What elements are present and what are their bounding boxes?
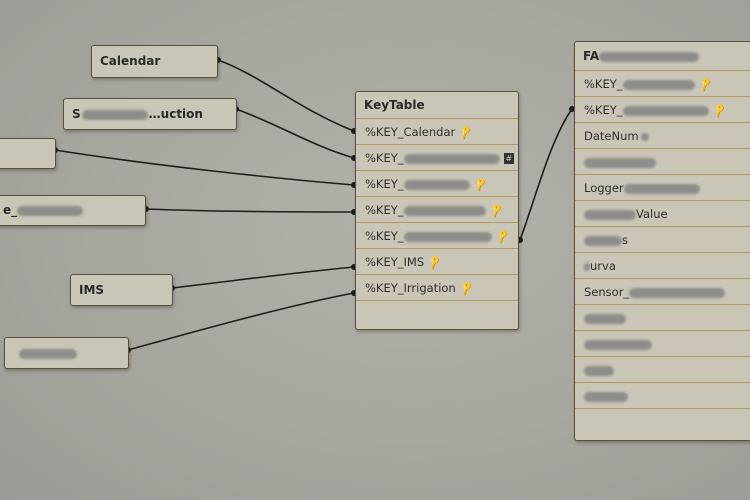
field-row[interactable]: %KEY_Calendar🔑 [356, 119, 518, 145]
redacted-text [81, 109, 148, 120]
table-unknown-b[interactable]: e_ [0, 195, 146, 226]
table-title-prefix: S [72, 107, 81, 121]
key-icon: 🔑 [697, 77, 714, 94]
redacted-text [403, 205, 486, 216]
redacted-text [584, 157, 656, 168]
field-row[interactable] [575, 149, 750, 175]
link-unknown-a [54, 149, 355, 186]
redacted-text [584, 313, 626, 324]
key-icon: 🔑 [488, 203, 505, 220]
redacted-text [403, 153, 500, 164]
field-label: %KEY_ [365, 177, 404, 191]
field-row[interactable]: %KEY_Irrigation🔑 [356, 275, 518, 301]
redacted-text [17, 205, 84, 216]
field-label: %KEY_ [365, 203, 404, 217]
link-unknown-b [145, 208, 355, 213]
field-row[interactable]: %KEY_ 🔑 [356, 223, 518, 249]
field-row[interactable]: Value [575, 201, 750, 227]
link-unknown-c [127, 292, 355, 351]
redacted-text [629, 287, 726, 298]
table-sensor-production[interactable]: S …uction [63, 98, 237, 130]
field-row[interactable]: %KEY_IMS🔑 [356, 249, 518, 275]
field-row[interactable] [575, 357, 750, 383]
field-label: DateNum [584, 129, 639, 143]
redacted-text [622, 105, 709, 116]
table-ims[interactable]: IMS [70, 274, 173, 306]
field-row[interactable]: %KEY_ # [356, 145, 518, 171]
table-unknown-c[interactable] [4, 337, 129, 369]
field-label: %KEY_Calendar [365, 125, 456, 139]
field-row[interactable]: Logger [575, 175, 750, 201]
key-icon: 🔑 [711, 103, 728, 120]
field-label: %KEY_ [584, 103, 623, 117]
link-calendar [217, 59, 355, 132]
redacted-text [584, 391, 628, 402]
hash-icon: # [503, 153, 515, 164]
field-row[interactable] [575, 331, 750, 357]
table-title: Calendar [100, 54, 161, 68]
redacted-text [403, 231, 492, 242]
fact-table[interactable]: FA %KEY_🔑 %KEY_🔑 DateNum Logger Value s … [574, 41, 750, 441]
field-label: %KEY_IMS [365, 255, 425, 269]
link-sensor-production [235, 108, 355, 159]
redacted-text [622, 79, 695, 90]
field-row[interactable] [575, 383, 750, 409]
redacted-text [584, 339, 652, 350]
key-icon: 🔑 [426, 255, 444, 272]
field-label: Sensor_ [584, 285, 630, 299]
field-row[interactable]: urva [575, 253, 750, 279]
redacted-text [584, 365, 614, 376]
table-title: e_ [3, 203, 18, 217]
redacted-text [599, 51, 700, 62]
table-title: KeyTable [356, 92, 518, 119]
field-label: Value [636, 207, 668, 221]
key-icon: 🔑 [458, 125, 475, 142]
field-label: %KEY_ [584, 77, 623, 91]
key-icon: 🔑 [472, 177, 489, 194]
field-row[interactable]: %KEY_ 🔑 [575, 71, 750, 97]
table-title: IMS [79, 283, 105, 297]
field-label: Logger [584, 181, 624, 195]
connector-dot [569, 106, 575, 112]
redacted-text [403, 179, 470, 190]
field-label: urva [590, 259, 616, 273]
redacted-text [640, 132, 649, 141]
redacted-text [584, 262, 590, 271]
table-title: …uction [148, 107, 203, 121]
field-row[interactable]: Sensor_ [575, 279, 750, 305]
field-row[interactable]: %KEY_ 🔑 [356, 197, 518, 223]
field-row[interactable]: %KEY_ 🔑 [575, 97, 750, 123]
field-label: %KEY_Irrigation [365, 281, 456, 295]
redacted-text [584, 209, 636, 220]
keytable[interactable]: KeyTable %KEY_Calendar🔑 %KEY_# %KEY_🔑 %K… [355, 91, 519, 330]
field-label: %KEY_ [365, 229, 404, 243]
key-icon: 🔑 [494, 229, 511, 246]
table-unknown-a[interactable] [0, 138, 56, 169]
field-row[interactable]: %KEY_ 🔑 [356, 171, 518, 197]
field-row[interactable]: DateNum [575, 123, 750, 149]
link-ims [171, 266, 355, 289]
field-label: s [622, 233, 628, 247]
field-label: %KEY_ [365, 151, 404, 165]
redacted-text [584, 235, 622, 246]
redacted-text [623, 183, 700, 194]
link-fact [519, 108, 573, 241]
redacted-text [19, 348, 77, 359]
field-row[interactable]: s [575, 227, 750, 253]
field-row[interactable] [575, 305, 750, 331]
key-icon: 🔑 [458, 281, 475, 298]
table-calendar[interactable]: Calendar [91, 45, 218, 78]
table-title: FA [583, 49, 600, 63]
